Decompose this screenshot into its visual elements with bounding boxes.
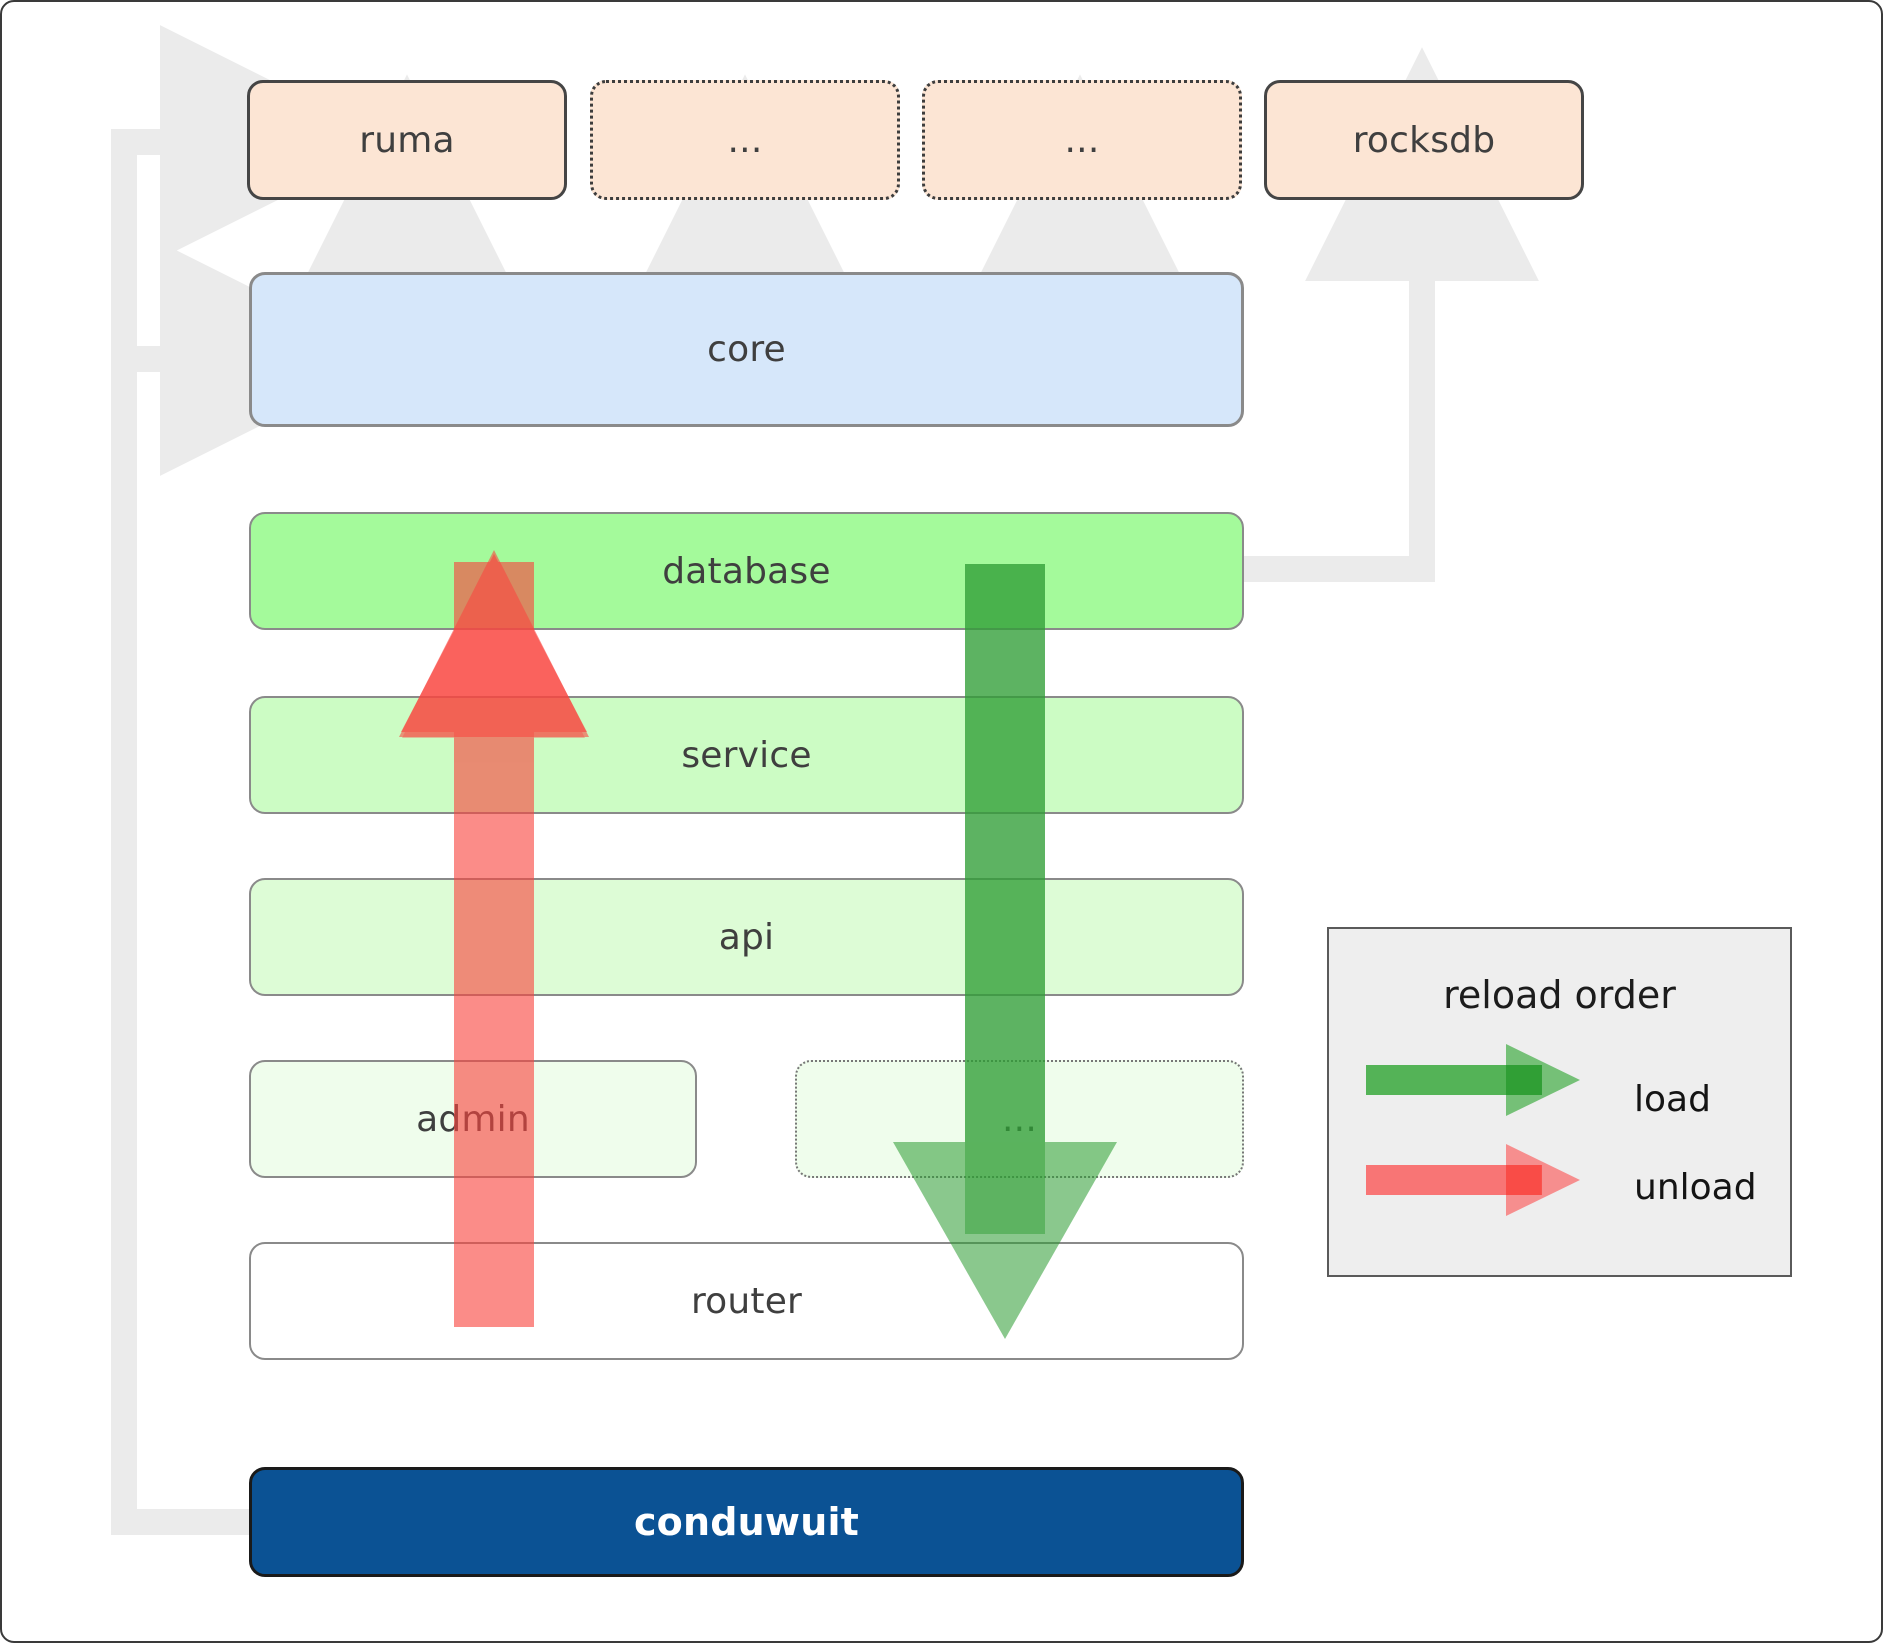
legend-label-load: load — [1634, 1079, 1711, 1120]
node-admin-label: admin — [416, 1098, 530, 1140]
node-admin-placeholder[interactable]: ... — [795, 1060, 1244, 1178]
node-ruma[interactable]: ruma — [247, 80, 567, 200]
node-dependency-placeholder-1[interactable]: ... — [590, 80, 900, 200]
node-dependency-placeholder-2-label: ... — [1064, 119, 1100, 161]
node-conduwuit[interactable]: conduwuit — [249, 1467, 1244, 1577]
legend-title: reload order — [1443, 973, 1676, 1017]
node-router[interactable]: router — [249, 1242, 1244, 1360]
connector-database-to-rocksdb — [1242, 47, 1539, 582]
node-admin-placeholder-label: ... — [1002, 1098, 1037, 1140]
node-dependency-placeholder-2[interactable]: ... — [922, 80, 1242, 200]
node-core-label: core — [707, 329, 786, 370]
connector-conduwuit-to-ruma — [111, 25, 394, 1535]
node-rocksdb-label: rocksdb — [1352, 119, 1496, 161]
node-dependency-placeholder-1-label: ... — [727, 119, 763, 161]
node-api-label: api — [718, 916, 775, 958]
node-ruma-label: ruma — [359, 119, 455, 161]
node-core[interactable]: core — [249, 272, 1244, 427]
node-router-label: router — [690, 1280, 803, 1322]
node-admin[interactable]: admin — [249, 1060, 697, 1178]
node-api[interactable]: api — [249, 878, 1244, 996]
node-rocksdb[interactable]: rocksdb — [1264, 80, 1584, 200]
node-database[interactable]: database — [249, 512, 1244, 630]
node-conduwuit-label: conduwuit — [633, 1500, 860, 1544]
node-service[interactable]: service — [249, 696, 1244, 814]
node-database-label: database — [662, 550, 831, 592]
legend-label-unload: unload — [1634, 1167, 1757, 1208]
legend-panel: reload order load unload — [1327, 927, 1792, 1277]
node-service-label: service — [681, 734, 812, 776]
